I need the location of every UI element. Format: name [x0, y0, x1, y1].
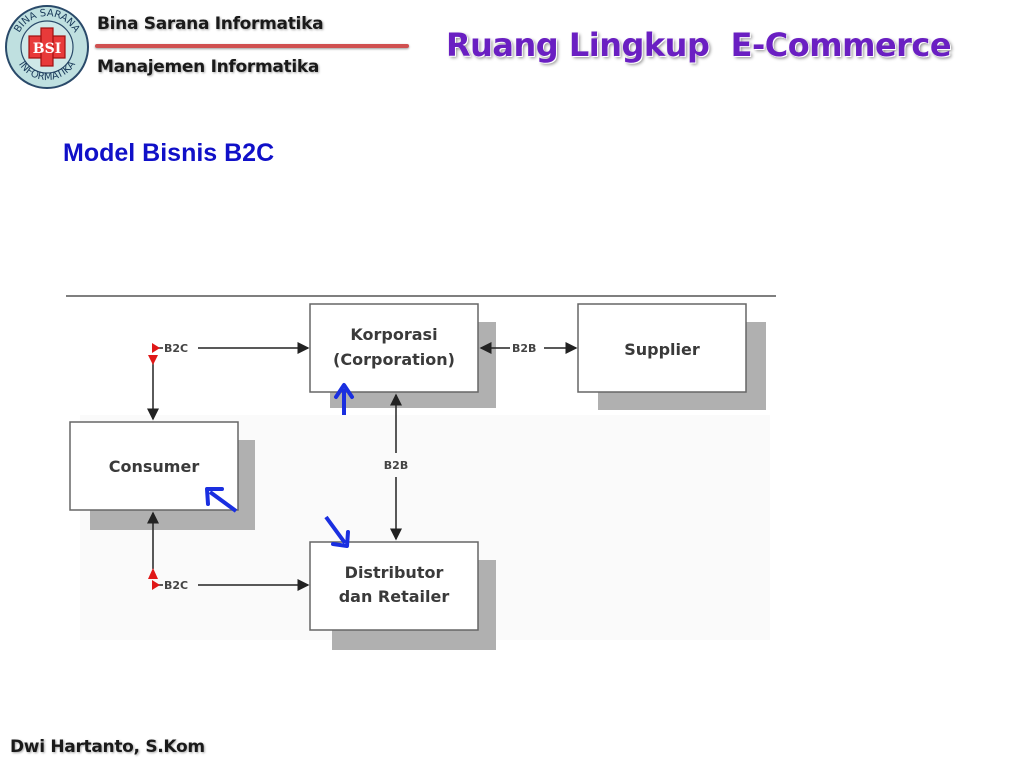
- blue-arrow-upleft-icon: [205, 487, 238, 513]
- author-footer: Dwi Hartanto, S.Kom: [10, 737, 205, 757]
- edge-label: B2B: [384, 459, 408, 472]
- node-label: dan Retailer: [339, 587, 450, 606]
- blue-arrow-downright-icon: [324, 515, 350, 548]
- node-box: [69, 421, 239, 511]
- node-label: Supplier: [624, 340, 700, 359]
- red-arrow-icon: [152, 343, 160, 353]
- node-label: (Corporation): [333, 350, 455, 369]
- node-label: Consumer: [109, 457, 200, 476]
- node-box: [309, 541, 479, 631]
- header-divider: [95, 44, 409, 48]
- b2c-diagram: Korporasi (Corporation) Supplier Consume…: [66, 295, 776, 650]
- node-box: [309, 303, 479, 393]
- node-consumer: Consumer: [69, 421, 255, 530]
- node-distributor: Distributor dan Retailer: [309, 541, 496, 650]
- node-corporation: Korporasi (Corporation): [309, 303, 496, 408]
- node-label: Korporasi: [350, 325, 437, 344]
- node-label: Distributor: [345, 563, 444, 582]
- org-name: Bina Sarana Informatika: [97, 14, 324, 34]
- edge-label: B2C: [164, 579, 188, 592]
- diagram-subtitle: Model Bisnis B2C: [63, 139, 275, 167]
- edge-label: B2B: [512, 342, 536, 355]
- blue-arrow-up-icon: [334, 383, 354, 415]
- red-arrow-icon: [148, 568, 158, 579]
- edge-corporation-supplier: B2B: [479, 342, 578, 355]
- red-arrow-icon: [148, 355, 158, 365]
- logo-emblem-text: BSI: [33, 41, 62, 57]
- red-arrow-icon: [152, 580, 160, 590]
- department-name: Manajemen Informatika: [97, 57, 320, 77]
- node-supplier: Supplier: [577, 303, 766, 410]
- edge-corporation-distributor: B2B: [384, 393, 408, 541]
- edge-consumer-distributor: B2C: [147, 511, 310, 592]
- slide-title: Ruang Lingkup E-Commerce: [446, 26, 952, 64]
- edge-label: B2C: [164, 342, 188, 355]
- bsi-logo: BINA SARANA INFORMATIKA BSI: [5, 5, 89, 89]
- node-box: [577, 303, 747, 393]
- edge-consumer-corporation: B2C: [147, 342, 310, 421]
